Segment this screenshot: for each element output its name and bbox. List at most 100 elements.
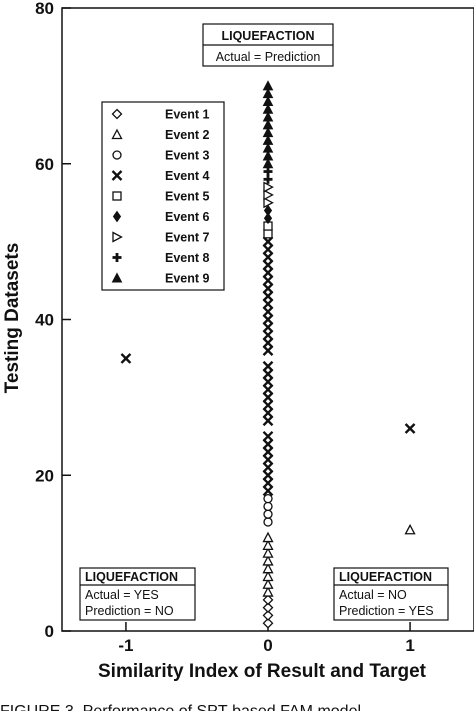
data-points [120,80,416,629]
series-event-6 [263,204,273,225]
data-point [262,555,274,566]
data-point [263,509,273,519]
data-point [262,602,274,614]
legend-entry: Event 5 [112,190,210,204]
data-point [262,415,274,427]
data-point [262,314,274,325]
legend-entry: Event 8 [112,251,210,265]
legend-marker [111,128,123,140]
data-point [262,127,274,138]
data-point [262,617,274,629]
data-point [262,345,274,356]
y-tick-label: 60 [35,155,54,174]
data-point [262,88,274,99]
x-tick-label: 1 [405,636,414,655]
data-point [262,337,274,349]
annotation-bottom-right-line-1: Actual = NO [339,588,407,602]
legend-marker [112,191,122,201]
series-event-7 [263,181,274,209]
series-event-1 [262,594,274,629]
data-point [262,578,274,589]
series-event-3 [263,493,273,527]
legend-entry: Event 1 [111,108,210,122]
legend-entry: Event 6 [112,210,210,224]
data-point [262,80,274,91]
legend-box [101,101,225,291]
legend-marker [112,150,122,160]
annotation-bottom-left-line-1: Actual = YES [85,588,159,602]
data-point [263,212,273,225]
data-point [262,321,274,333]
legend-marker [112,253,122,262]
legend-label: Event 1 [165,108,210,122]
x-tick-label: -1 [118,636,133,655]
data-point [262,119,274,130]
data-point [262,384,274,395]
data-point [262,142,274,153]
data-point [262,446,274,458]
data-point [262,399,274,411]
legend-label: Event 7 [165,231,210,245]
data-point [263,167,273,177]
series-event-5 [263,221,273,239]
legend-marker [111,170,123,181]
annotation-bottom-left-title: LIQUEFACTION [85,570,178,584]
data-point [262,547,274,558]
legend-marker [112,210,122,223]
data-point [262,469,274,481]
annotation-bottom-right: LIQUEFACTION Actual = NO Prediction = YE… [333,567,449,621]
annotation-bottom-left: LIQUEFACTION Actual = YES Prediction = N… [79,567,196,621]
y-tick-label: 80 [35,0,54,18]
data-point [262,539,274,550]
data-point [262,283,274,294]
data-point [263,189,274,201]
data-point [262,244,274,255]
annotation-top-line-1: Actual = Prediction [216,50,321,64]
data-point [263,493,273,504]
legend-entry: Event 4 [111,169,210,183]
legend-entry: Event 2 [111,128,210,142]
data-point [262,329,274,341]
legend-label: Event 3 [165,149,210,163]
data-point [262,462,274,473]
annotation-top-title: LIQUEFACTION [221,29,314,43]
figure-caption: FIGURE 3. Performance of SPT-based FAM m… [0,703,361,711]
axis-ticks [62,7,411,632]
data-point [262,562,274,574]
legend-label: Event 9 [165,272,210,286]
legend-marker [111,108,123,120]
data-point [404,523,416,535]
data-point [262,430,274,442]
series-event-9 [262,80,274,169]
x-axis-title: Similarity Index of Result and Target [98,661,427,682]
legend-entry: Event 3 [112,149,210,163]
legend-label: Event 4 [165,169,210,183]
data-point [263,174,273,184]
data-point [262,438,274,450]
annotation-bottom-right-title: LIQUEFACTION [339,570,432,584]
legend: Event 1 Event 2 Event 3 Event 4 Event 5 Event… [101,101,225,291]
data-point [262,594,274,606]
data-point [262,275,274,286]
data-point [262,267,274,279]
data-point [120,353,132,364]
legend-label: Event 6 [165,210,210,224]
data-point [262,392,274,403]
legend-label: Event 5 [165,190,210,204]
data-point [263,204,273,217]
data-point [262,251,274,263]
data-point [262,454,274,466]
data-point [262,134,274,145]
annotation-top: LIQUEFACTION Actual = Prediction [202,23,334,67]
data-point [262,306,274,318]
data-point [262,586,274,597]
data-point [263,181,274,193]
data-point [262,150,274,161]
y-tick-label: 20 [35,466,54,485]
data-point [263,517,273,527]
data-point [262,103,274,114]
data-point [262,368,274,380]
y-tick-label: 40 [35,311,54,330]
